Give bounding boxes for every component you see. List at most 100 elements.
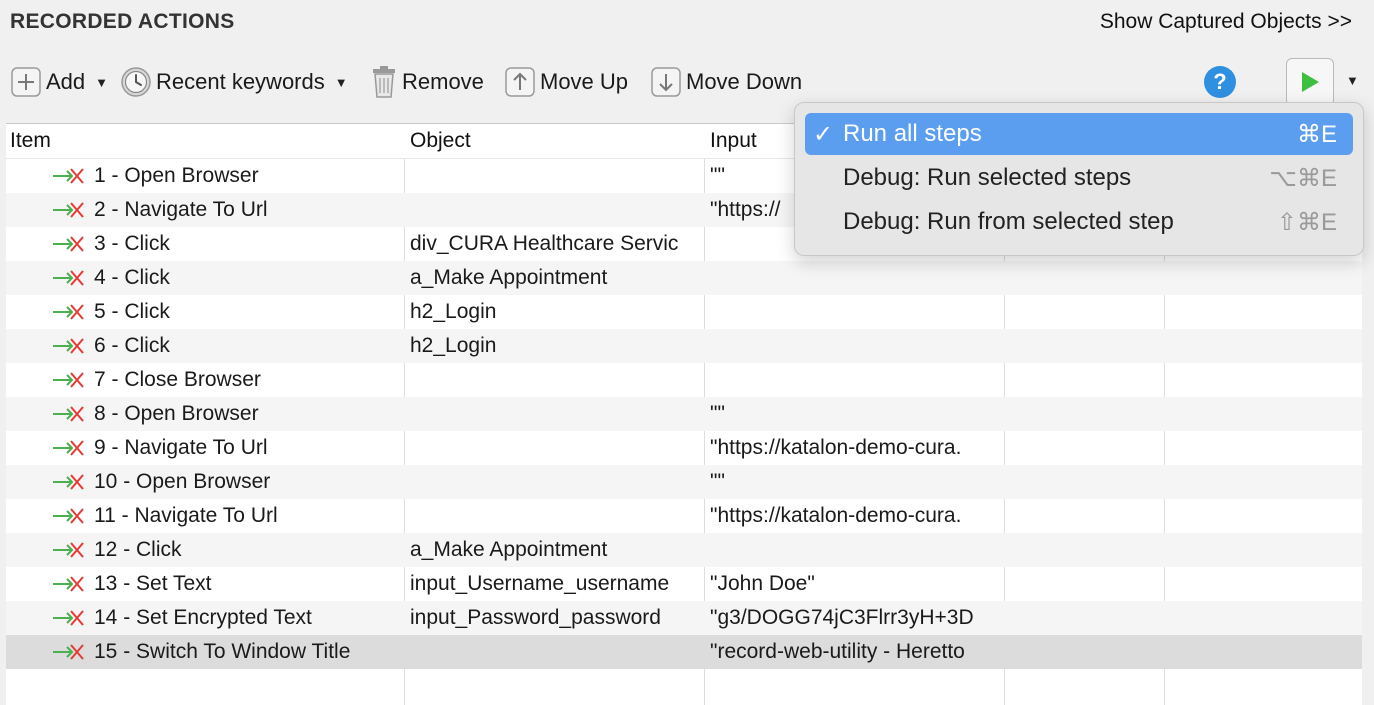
- object-cell[interactable]: h2_Login: [410, 334, 497, 357]
- run-dropdown-icon[interactable]: ▼: [1346, 73, 1359, 88]
- test-step-icon: [53, 610, 84, 626]
- clock-icon: [120, 66, 152, 98]
- table-row[interactable]: 14 - Set Encrypted Text input_Password_pa…: [6, 601, 1362, 635]
- object-cell[interactable]: [406, 193, 706, 227]
- table-row[interactable]: 12 - Click a_Make Appointment: [6, 533, 1362, 567]
- input-cell[interactable]: "https://katalon-demo-cura.: [710, 504, 962, 527]
- table-row[interactable]: 11 - Navigate To Url "https://katalon-dem…: [6, 499, 1362, 533]
- item-label: 3 - Click: [94, 232, 170, 255]
- run-button[interactable]: [1286, 58, 1334, 106]
- test-step-icon: [53, 474, 84, 490]
- column-header-object[interactable]: Object: [410, 129, 471, 152]
- input-cell[interactable]: "record-web-utility - Heretto: [710, 640, 965, 663]
- column-header-item[interactable]: Item: [10, 129, 51, 152]
- item-cell: 11 - Navigate To Url: [6, 499, 404, 533]
- item-label: 12 - Click: [94, 538, 182, 561]
- test-step-icon: [53, 304, 84, 320]
- input-cell[interactable]: [706, 533, 1006, 567]
- column-header-input[interactable]: Input: [710, 129, 757, 152]
- table-row[interactable]: 7 - Close Browser: [6, 363, 1362, 397]
- menu-item-shortcut: ⌘E: [1296, 121, 1337, 148]
- header-title: RECORDED ACTIONS: [10, 10, 235, 33]
- input-cell[interactable]: "https://: [710, 198, 781, 221]
- input-cell[interactable]: "https://katalon-demo-cura.: [710, 436, 962, 459]
- item-label: 11 - Navigate To Url: [94, 504, 278, 527]
- input-cell[interactable]: [706, 261, 1006, 295]
- test-step-icon: [53, 202, 84, 218]
- table-row[interactable]: 10 - Open Browser "": [6, 465, 1362, 499]
- item-cell: 10 - Open Browser: [6, 465, 404, 499]
- arrow-up-icon: [504, 66, 536, 98]
- add-button[interactable]: Add ▼: [10, 62, 108, 102]
- help-icon[interactable]: ?: [1204, 66, 1236, 98]
- table-row[interactable]: 4 - Click a_Make Appointment: [6, 261, 1362, 295]
- table-row[interactable]: 15 - Switch To Window Title "record-web-u…: [6, 635, 1362, 669]
- table-row[interactable]: 1 - Open Browser "": [6, 159, 1362, 193]
- menu-item-debug-run-selected-steps[interactable]: Debug: Run selected steps ⌥⌘E: [805, 157, 1353, 199]
- remove-button[interactable]: Remove: [370, 62, 484, 102]
- test-step-icon: [53, 644, 84, 660]
- checkmark-icon: ✓: [813, 121, 834, 148]
- menu-item-run-all-steps[interactable]: ✓ Run all steps ⌘E: [805, 113, 1353, 155]
- table-row[interactable]: 8 - Open Browser "": [6, 397, 1362, 431]
- object-cell[interactable]: a_Make Appointment: [410, 266, 608, 289]
- input-cell[interactable]: [706, 329, 1006, 363]
- object-cell[interactable]: [406, 159, 706, 193]
- menu-item-label: Run all steps: [843, 120, 982, 147]
- item-label: 5 - Click: [94, 300, 170, 323]
- item-label: 6 - Click: [94, 334, 170, 357]
- item-label: 14 - Set Encrypted Text: [94, 606, 312, 629]
- show-captured-objects-link[interactable]: Show Captured Objects >>: [1099, 10, 1352, 33]
- trash-icon: [370, 65, 398, 99]
- add-dropdown-icon[interactable]: ▼: [95, 74, 109, 90]
- table-row[interactable]: 13 - Set Text input_Username_username "Joh…: [6, 567, 1362, 601]
- item-label: 9 - Navigate To Url: [94, 436, 268, 459]
- test-step-icon: [53, 440, 84, 456]
- item-cell: 2 - Navigate To Url: [6, 193, 404, 227]
- object-cell[interactable]: [406, 431, 706, 465]
- input-cell[interactable]: "John Doe": [710, 572, 815, 595]
- move-up-button[interactable]: Move Up: [504, 62, 628, 102]
- object-cell[interactable]: [406, 397, 706, 431]
- object-cell[interactable]: [406, 635, 706, 669]
- object-cell[interactable]: input_Username_username: [410, 572, 670, 595]
- object-cell[interactable]: a_Make Appointment: [410, 538, 608, 561]
- item-cell: 9 - Navigate To Url: [6, 431, 404, 465]
- test-step-icon: [53, 576, 84, 592]
- recent-keywords-button[interactable]: Recent keywords ▼: [120, 62, 348, 102]
- table-row[interactable]: 5 - Click h2_Login: [6, 295, 1362, 329]
- table-row[interactable]: 9 - Navigate To Url "https://katalon-demo…: [6, 431, 1362, 465]
- add-label: Add: [46, 69, 86, 94]
- item-cell: 13 - Set Text: [6, 567, 404, 601]
- menu-item-shortcut: ⌥⌘E: [1269, 165, 1337, 192]
- object-cell[interactable]: [406, 499, 706, 533]
- item-cell: 4 - Click: [6, 261, 404, 295]
- move-down-button[interactable]: Move Down: [650, 62, 802, 102]
- test-step-icon: [53, 542, 84, 558]
- object-cell[interactable]: input_Password_password: [410, 606, 661, 629]
- object-cell[interactable]: div_CURA Healthcare Servic: [410, 232, 679, 255]
- table-row[interactable]: 6 - Click h2_Login: [6, 329, 1362, 363]
- object-cell[interactable]: [406, 465, 706, 499]
- item-cell: 15 - Switch To Window Title: [6, 635, 404, 669]
- test-step-icon: [53, 236, 84, 252]
- item-cell: 6 - Click: [6, 329, 404, 363]
- table-row[interactable]: 3 - Click div_CURA Healthcare Servic: [6, 227, 1362, 261]
- item-label: 15 - Switch To Window Title: [94, 640, 351, 663]
- input-cell[interactable]: "": [710, 164, 725, 187]
- object-cell[interactable]: h2_Login: [410, 300, 497, 323]
- input-cell[interactable]: [706, 295, 1006, 329]
- input-cell[interactable]: [706, 363, 1006, 397]
- item-cell: 14 - Set Encrypted Text: [6, 601, 404, 635]
- item-cell: 1 - Open Browser: [6, 159, 404, 193]
- item-label: 1 - Open Browser: [94, 164, 259, 187]
- input-cell[interactable]: "g3/DOGG74jC3Flrr3yH+3D: [710, 606, 974, 629]
- input-cell[interactable]: "": [710, 402, 725, 425]
- recent-keywords-dropdown-icon[interactable]: ▼: [334, 74, 348, 90]
- item-label: 4 - Click: [94, 266, 170, 289]
- object-cell[interactable]: [406, 363, 706, 397]
- item-cell: 8 - Open Browser: [6, 397, 404, 431]
- move-down-label: Move Down: [686, 69, 803, 94]
- input-cell[interactable]: "": [710, 470, 725, 493]
- menu-item-debug-run-from-selected-step[interactable]: Debug: Run from selected step ⇧⌘E: [805, 201, 1353, 243]
